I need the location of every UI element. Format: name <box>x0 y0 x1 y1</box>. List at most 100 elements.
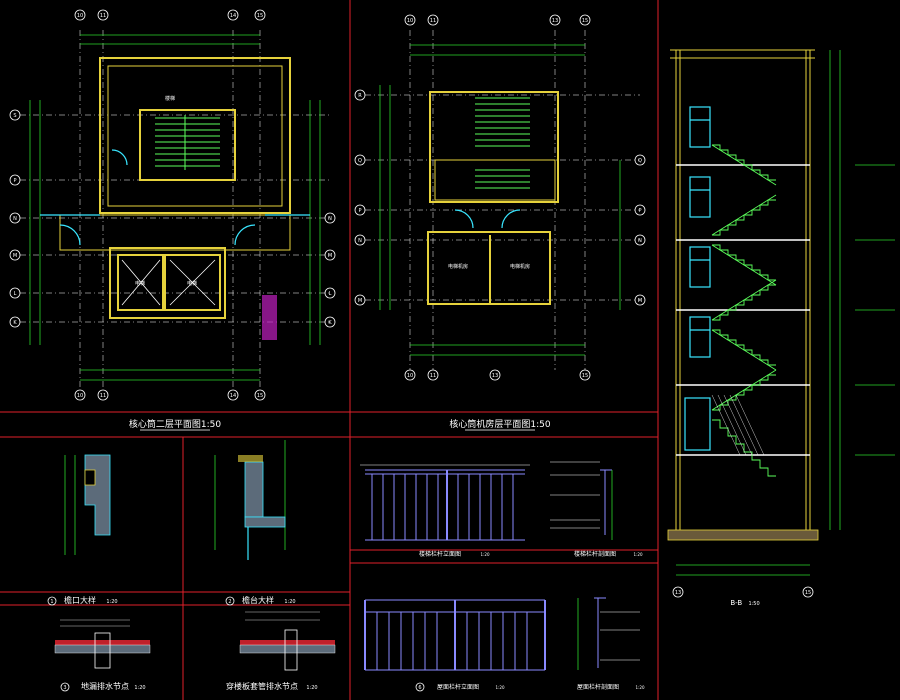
roof-railing-elevation <box>364 599 546 671</box>
railing-elevation <box>365 469 525 541</box>
plan1-axis-top-label: 14 <box>230 13 236 19</box>
plan1-axis-top-label: 15 <box>257 13 263 19</box>
detail1-bubble <box>47 596 57 606</box>
plan1-shaft-hatch <box>262 295 277 340</box>
plan2-axis-left-label: Q <box>358 158 362 164</box>
plan1-axis-left-label: S <box>13 113 16 119</box>
detail4-slab <box>240 640 335 645</box>
plan-second-floor: 10 11 14 15 S P N M L K N M L K 10 11 14… <box>9 9 336 431</box>
plan2-stair <box>475 97 530 189</box>
detail7-bubble <box>415 682 425 692</box>
plan1-doors <box>40 149 310 246</box>
plan1-axis-right-label: M <box>328 253 332 259</box>
plan1-axis-right-label: N <box>328 216 332 222</box>
plan2-axis-left-label: N <box>358 238 362 244</box>
plan2-axis-text: 10 11 13 15 R Q P N M Q P N M 10 11 13 1… <box>358 18 642 379</box>
detail7-title: 屋面栏杆立面图 <box>437 683 479 691</box>
plan1-axis-text: 10 11 14 15 S P N M L K N M L K 10 11 14… <box>13 13 333 399</box>
plan1-title: 核心筒二层平面图1:50 <box>129 418 221 430</box>
plan1-room-label-elevator: 电梯 <box>187 280 197 287</box>
detail1-scale: 1:20 <box>106 599 117 605</box>
section-title: B-B <box>730 599 742 607</box>
plan2-doors <box>454 209 521 229</box>
plan1-axis-bottom-label: 11 <box>100 393 106 399</box>
detail5-title: 楼梯栏杆立面图 <box>419 550 461 558</box>
plan1-axis-left-label: K <box>13 320 17 326</box>
detail-2: 2 檐台大样 1:20 <box>214 440 296 606</box>
section-walls <box>670 49 815 530</box>
plan2-axis-right-label: N <box>638 238 642 244</box>
detail6-title: 楼梯栏杆剖面图 <box>574 550 616 558</box>
plan1-axis-left-label: M <box>13 253 17 259</box>
plan2-axis-top-label: 15 <box>582 18 588 24</box>
plan1-room-label-elevator: 电梯 <box>135 280 145 287</box>
plan2-axis-top-label: 13 <box>552 18 558 24</box>
plan1-walls <box>59 57 291 319</box>
detail-4: 穿楼板套管排水节点 1:20 <box>226 611 336 691</box>
plan2-axis-left-label: M <box>358 298 362 304</box>
plan1-axis-bottom-label: 15 <box>257 393 263 399</box>
plan1-dimensions <box>29 34 321 381</box>
plan1-axis-bubbles <box>9 9 336 401</box>
plan1-axis-bottom-label: 14 <box>230 393 236 399</box>
detail4-title: 穿楼板套管排水节点 <box>226 681 298 691</box>
plan2-axis-bottom-label: 11 <box>430 373 436 379</box>
plan1-axis-right-label: K <box>328 320 332 326</box>
detail8-scale: 1:20 <box>636 685 645 690</box>
plan2-axis-bubbles <box>354 14 646 381</box>
roof-railing-section <box>594 597 606 668</box>
svg-text:B-B 1:50: B-B 1:50 <box>730 599 759 607</box>
detail3-num: 3 <box>63 685 66 691</box>
detail3-title: 地漏排水节点 <box>81 681 129 691</box>
plan2-walls <box>427 91 559 305</box>
plan1-axis-left-label: L <box>14 291 17 297</box>
detail7-num: 6 <box>418 685 421 691</box>
section-floor-slabs <box>676 164 810 456</box>
detail2-bubble <box>225 596 235 606</box>
detail2-scale: 1:20 <box>284 599 295 605</box>
detail3-bubble <box>60 682 70 692</box>
roof-railing-detail: 6 屋面栏杆立面图 1:20 屋面栏杆剖面图 1:20 <box>364 597 645 692</box>
detail8-title: 屋面栏杆剖面图 <box>577 683 619 691</box>
section-scale: 1:50 <box>748 601 759 607</box>
detail5-scale: 1:20 <box>481 552 490 557</box>
plan2-axis-left-label: P <box>358 208 361 214</box>
detail3-slab <box>55 640 150 645</box>
plan2-room-label-machine-room: 电梯机房 <box>510 263 530 270</box>
plan-roof: 10 11 13 15 R Q P N M Q P N M 10 11 13 1… <box>354 14 646 431</box>
detail1-num: 1 <box>50 599 53 605</box>
detail-3: 3 地漏排水节点 1:20 <box>54 619 151 692</box>
plan2-axis-bottom-label: 15 <box>582 373 588 379</box>
detail4-scale: 1:20 <box>306 685 317 691</box>
plan2-axis-right-label: M <box>638 298 642 304</box>
plan2-room-label-machine-room: 电梯机房 <box>448 263 468 270</box>
plan2-axis-bottom-label: 13 <box>492 373 498 379</box>
section-axis-label: 13 <box>675 590 681 596</box>
plan2-title: 核心筒机房层平面图1:50 <box>449 418 550 430</box>
plan1-axis-bottom-label: 10 <box>77 393 83 399</box>
detail2-title: 檐台大样 <box>242 595 274 605</box>
plan2-dimensions <box>379 44 621 356</box>
plan1-axis-top-label: 10 <box>77 13 83 19</box>
section-axis-label: 15 <box>805 590 811 596</box>
plan2-axis-top-label: 11 <box>430 18 436 24</box>
plan1-elevators <box>121 259 216 306</box>
plan2-axis-bottom-label: 10 <box>407 373 413 379</box>
section-foundation <box>667 529 819 541</box>
detail2-dimensions <box>214 440 286 550</box>
railing-section <box>600 469 612 535</box>
plan1-axis-left-label: P <box>13 178 16 184</box>
plan2-axis-right-label: P <box>638 208 641 214</box>
plan1-axis-right-label: L <box>329 291 332 297</box>
detail1-dimensions <box>64 455 76 555</box>
detail2-num: 2 <box>228 599 231 605</box>
section-bb: 13 15 B-B 1:50 <box>667 49 895 607</box>
detail-1: 1 檐口大样 1:20 <box>47 454 118 606</box>
section-axis-bubbles <box>672 586 814 598</box>
section-hatch <box>711 394 765 456</box>
plan1-axis-grid <box>20 30 330 390</box>
plan2-axis-top-label: 10 <box>407 18 413 24</box>
section-dimensions <box>676 50 895 576</box>
stair-railing-detail: 楼梯栏杆立面图 1:20 楼梯栏杆剖面图 1:20 <box>360 461 643 558</box>
